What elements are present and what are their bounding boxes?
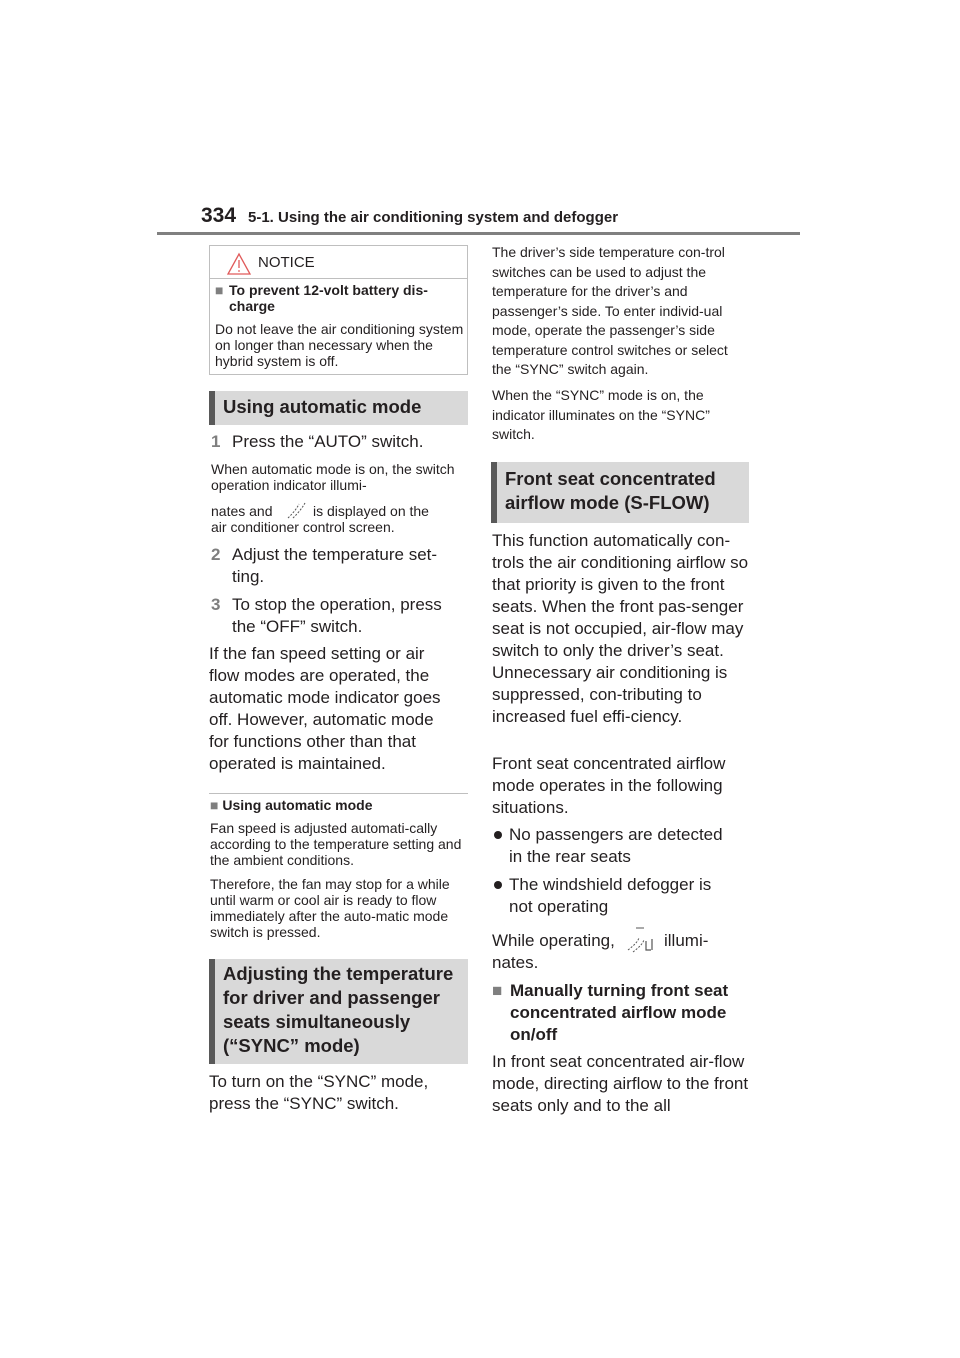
bullet-dot: [494, 881, 502, 889]
heading-automatic-mode: Using automatic mode: [209, 391, 468, 425]
auto-note-line-1: When automatic mode is on, the switch op…: [211, 461, 455, 493]
auto-note-line-3: air conditioner control screen.: [211, 519, 395, 535]
s-flow-paragraph-1: This function automatically con-trols th…: [492, 531, 749, 726]
s-flow-operating-text-a: While operating,: [492, 931, 615, 950]
step-2: 2 Adjust the temperature set-ting.: [211, 544, 471, 586]
auto-note-line-2a: nates and: [211, 503, 273, 519]
s-flow-paragraph-3: In front seat concentrated air-flow mode…: [492, 1052, 749, 1115]
step-3-text: To stop the operation, press the “OFF” s…: [232, 595, 442, 636]
auto-info-paragraph-1: Fan speed is adjusted automati-cally acc…: [210, 820, 462, 868]
bullet-dot: [494, 831, 502, 839]
s-flow-indicator-icon: [627, 927, 653, 953]
s-flow-operating-text-b: illumi-: [664, 931, 709, 950]
auto-info-subheading: ■ Using automatic mode: [210, 797, 373, 813]
auto-info-paragraph-2: Therefore, the fan may stop for a while …: [210, 876, 450, 940]
s-flow-operating-text-c: nates.: [492, 953, 539, 972]
notice-body: Do not leave the air conditioning system…: [215, 321, 464, 369]
section-title: 5-1. Using the air conditioning system a…: [248, 209, 619, 226]
notice-title: NOTICE: [258, 254, 315, 271]
step-1: 1 Press the “AUTO” switch.: [211, 431, 471, 453]
notice-box: NOTICE ■ To prevent 12-volt battery dis-…: [209, 245, 468, 375]
header-rule: [157, 232, 800, 235]
step-1-number: 1: [211, 432, 221, 451]
sync-right-paragraph-1: The driver’s side temperature con-trol s…: [492, 244, 728, 377]
heading-sync-mode: Adjusting the temperature for driver and…: [209, 959, 468, 1064]
step-3-number: 3: [211, 595, 221, 614]
step-1-text: Press the “AUTO” switch.: [232, 432, 424, 451]
page-number: 334: [201, 204, 237, 227]
auto-note-line-2b: is displayed on the: [313, 503, 429, 519]
s-flow-paragraph-2: Front seat concentrated airflow mode ope…: [492, 754, 726, 817]
square-bullet: ■: [492, 981, 503, 1000]
square-bullet: ■: [210, 797, 219, 813]
sync-paragraph: To turn on the “SYNC” mode, press the “S…: [209, 1072, 429, 1113]
step-2-text: Adjust the temperature set-ting.: [232, 545, 438, 586]
notice-subheading: ■ To prevent 12-volt battery dis-charge: [215, 282, 428, 314]
auto-mode-paragraph: If the fan speed setting or air flow mod…: [209, 644, 441, 773]
step-3: 3 To stop the operation, press the “OFF”…: [211, 594, 471, 636]
step-2-number: 2: [211, 545, 221, 564]
auto-airflow-icon: [287, 502, 306, 519]
sync-right-paragraph-2: When the “SYNC” mode is on, the indicato…: [492, 387, 710, 442]
notice-header: NOTICE: [210, 246, 467, 279]
square-bullet: ■: [215, 282, 224, 298]
info-rule: [209, 793, 468, 794]
warning-triangle-icon: [226, 252, 252, 275]
heading-s-flow: Front seat concentrated airflow mode (S-…: [491, 462, 749, 523]
